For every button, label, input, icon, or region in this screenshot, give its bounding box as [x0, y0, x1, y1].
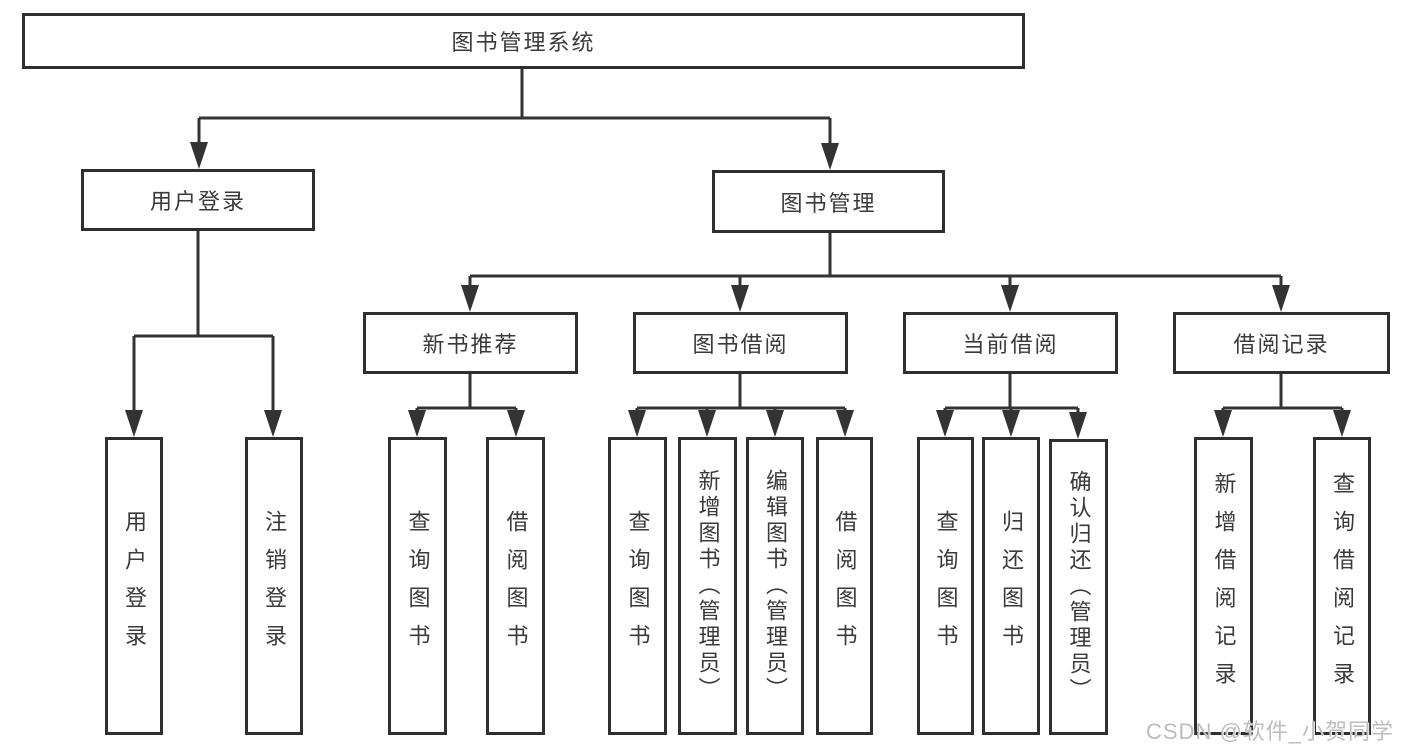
node-edit-books-admin: 编辑图书（管理员） [746, 437, 804, 735]
node-borrowing-records: 借阅记录 [1173, 312, 1390, 374]
node-logout-leaf: 注销登录 [245, 437, 303, 735]
node-return-books: 归还图书 [982, 437, 1040, 735]
node-user-login-module: 用户登录 [81, 169, 315, 231]
node-query-books-borrowing: 查询图书 [608, 437, 667, 735]
node-borrow-books-leaf: 借阅图书 [816, 437, 873, 735]
node-borrow-books-recommend: 借阅图书 [486, 437, 545, 735]
node-book-management: 图书管理 [712, 170, 945, 233]
node-user-login-leaf: 用户登录 [105, 437, 163, 735]
node-query-books-recommend: 查询图书 [388, 437, 447, 735]
node-confirm-return-admin: 确认归还（管理员） [1049, 439, 1108, 735]
node-query-borrow-record: 查询借阅记录 [1313, 437, 1371, 735]
node-root: 图书管理系统 [22, 13, 1025, 69]
node-query-books-current: 查询图书 [917, 437, 974, 735]
node-current-borrowing: 当前借阅 [903, 312, 1118, 374]
node-add-books-admin: 新增图书（管理员） [678, 437, 737, 735]
node-book-borrowing: 图书借阅 [633, 312, 848, 374]
node-add-borrow-record: 新增借阅记录 [1194, 437, 1253, 735]
node-new-book-recommend: 新书推荐 [363, 312, 578, 374]
